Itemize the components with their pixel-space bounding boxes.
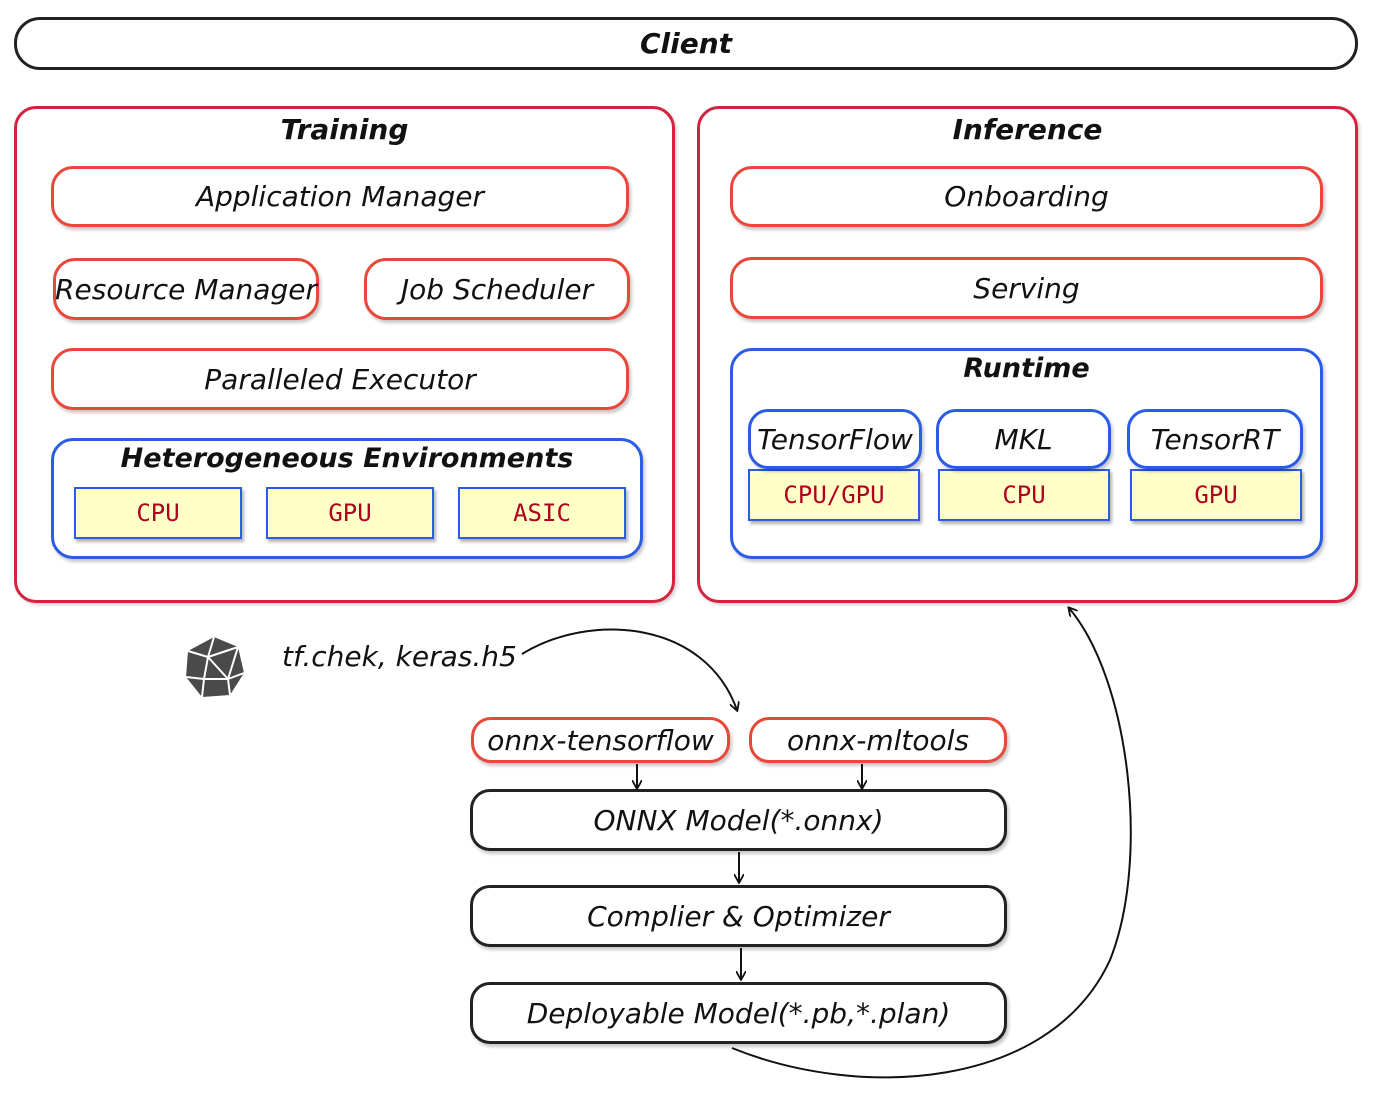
application-manager-label: Application Manager <box>195 180 485 213</box>
runtime-tensorrt-pill: TensorRT <box>1127 409 1303 469</box>
job-scheduler-box: Job Scheduler <box>364 258 630 320</box>
runtime-mkl-label: MKL <box>994 422 1053 456</box>
runtime-tensorflow-pill: TensorFlow <box>748 409 922 469</box>
runtime-tensorflow-hardware: CPU/GPU <box>748 469 920 521</box>
inference-title: Inference <box>952 113 1103 146</box>
application-manager-box: Application Manager <box>51 166 629 227</box>
hardware-asic-label: ASIC <box>513 499 571 527</box>
training-title: Training <box>280 113 409 146</box>
onnx-mltools-box: onnx-mltools <box>749 717 1007 763</box>
onboarding-label: Onboarding <box>944 180 1109 213</box>
compiler-optimizer-box: Complier & Optimizer <box>470 885 1007 947</box>
heterogeneous-environments-title: Heterogeneous Environments <box>120 443 574 474</box>
polyhedron-icon <box>182 635 246 699</box>
client-label: Client <box>639 27 733 60</box>
runtime-title: Runtime <box>963 353 1090 384</box>
runtime-tensorrt-label: TensorRT <box>1150 422 1280 456</box>
resource-manager-box: Resource Manager <box>53 258 319 320</box>
source-to-converter-arrow <box>521 628 737 710</box>
paralleled-executor-box: Paralleled Executor <box>51 348 629 410</box>
compiler-optimizer-label: Complier & Optimizer <box>587 899 890 933</box>
runtime-tensorrt-hardware: GPU <box>1130 469 1302 521</box>
job-scheduler-label: Job Scheduler <box>400 272 594 306</box>
runtime-tensorflow-label: TensorFlow <box>757 422 913 456</box>
client-bar: Client <box>14 17 1358 70</box>
hardware-gpu: GPU <box>266 487 434 539</box>
hardware-asic: ASIC <box>458 487 626 539</box>
onnx-mltools-label: onnx-mltools <box>787 723 969 757</box>
onboarding-box: Onboarding <box>730 166 1323 227</box>
deployable-model-label: Deployable Model(*.pb,*.plan) <box>526 996 951 1030</box>
onnx-tensorflow-box: onnx-tensorflow <box>471 717 730 763</box>
runtime-tensorrt-hardware-label: GPU <box>1194 481 1238 509</box>
resource-manager-label: Resource Manager <box>55 272 317 306</box>
runtime-mkl-hardware-label: CPU <box>1002 481 1046 509</box>
source-formats-label: tf.chek, keras.h5 <box>282 640 517 673</box>
deployable-model-box: Deployable Model(*.pb,*.plan) <box>470 982 1007 1044</box>
hardware-gpu-label: GPU <box>328 499 372 527</box>
serving-box: Serving <box>730 257 1323 319</box>
serving-label: Serving <box>973 271 1080 305</box>
hardware-cpu-label: CPU <box>136 499 180 527</box>
runtime-mkl-pill: MKL <box>936 409 1111 469</box>
runtime-tensorflow-hardware-label: CPU/GPU <box>783 481 885 509</box>
runtime-mkl-hardware: CPU <box>938 469 1110 521</box>
onnx-tensorflow-label: onnx-tensorflow <box>487 723 714 757</box>
onnx-model-box: ONNX Model(*.onnx) <box>470 789 1007 851</box>
paralleled-executor-label: Paralleled Executor <box>204 362 476 396</box>
deployable-to-inference-arrow <box>731 608 1132 1079</box>
onnx-model-label: ONNX Model(*.onnx) <box>593 803 884 837</box>
hardware-cpu: CPU <box>74 487 242 539</box>
